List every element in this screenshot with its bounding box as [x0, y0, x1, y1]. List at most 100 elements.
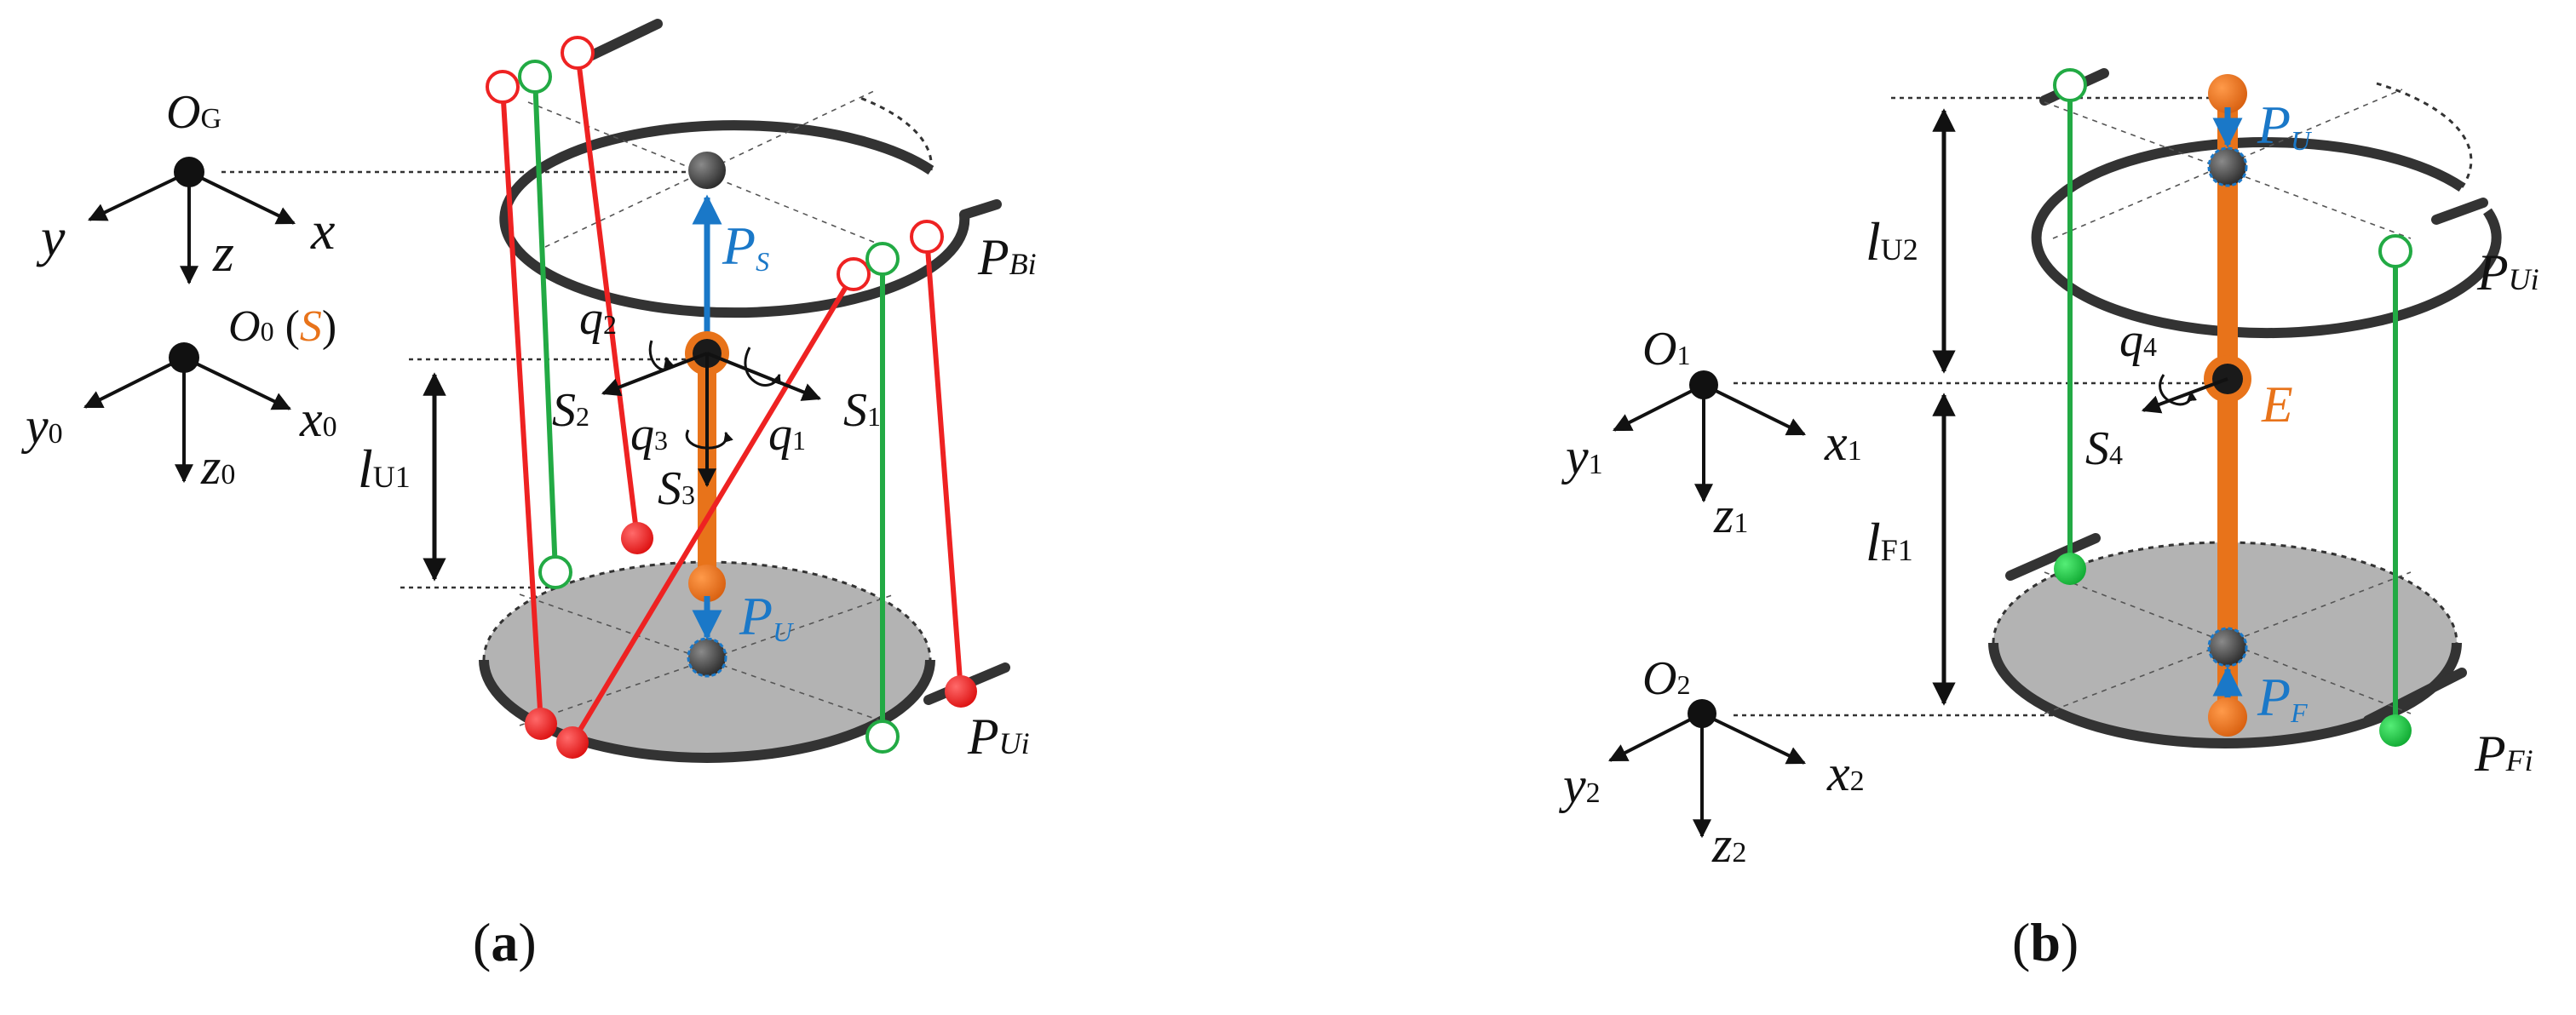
top-center-sphere-b [2207, 146, 2248, 187]
axis-y0-sub: 0 [49, 418, 63, 450]
pf-label: P [2257, 667, 2291, 727]
pu-sub-a: U [773, 616, 794, 647]
joint-bottom-red-4 [945, 675, 977, 708]
lu1-label: l [358, 439, 373, 499]
red-link-3 [570, 272, 856, 744]
joint-top-green-b1 [2053, 68, 2087, 102]
bottom-orange-ball-a [688, 565, 726, 602]
axis-s4-arrow [2141, 377, 2228, 414]
frame-0: O0 (S) y0 x0 z0 [20, 302, 337, 495]
rotation-q1-arc [744, 347, 781, 387]
lf1-sub: F1 [1881, 533, 1913, 567]
joint-bottom-green-b2 [2379, 714, 2412, 747]
bottom-center-sphere-a [687, 637, 727, 678]
axis-z2-label: z [1711, 817, 1732, 873]
joint-top-red-3 [837, 257, 871, 291]
pu-label-a: P [739, 586, 773, 646]
red-link-2 [575, 52, 640, 539]
axis-x1-label: x [1824, 415, 1848, 471]
joint-top-red-2 [561, 36, 595, 70]
o1-sub: 1 [1676, 340, 1690, 370]
origin-o0-dot [169, 342, 199, 373]
joint-top-green-b2 [2378, 234, 2412, 268]
axis-s2-arrow [601, 352, 708, 397]
pf-sub: F [2290, 697, 2308, 728]
lf1-label: l [1866, 512, 1881, 572]
joint-bottom-green-2 [865, 720, 900, 754]
joint-bottom-red-1 [525, 708, 557, 740]
panel-a: OG y x z O0 (S) y0 x0 z0 lU1 [20, 19, 1037, 972]
svg-text:OG: OG [166, 86, 221, 139]
joint-bottom-green-1 [538, 555, 572, 589]
svg-text:x1: x1 [1824, 415, 1862, 471]
svg-text:S1: S1 [843, 384, 881, 437]
panel-b: O1 y1 x1 z1 O2 y2 x2 z2 lU2 lF1 [1558, 68, 2539, 972]
svg-text:O0 (S): O0 (S) [228, 302, 336, 351]
q4-sub: 4 [2143, 331, 2157, 362]
axis-y-label: y [36, 207, 66, 267]
o1-label: O [1642, 323, 1676, 376]
svg-text:S3: S3 [658, 462, 695, 515]
axis-z1-sub: 1 [1734, 508, 1748, 539]
frame-1: O1 y1 x1 z1 [1561, 323, 1862, 543]
length-lu2: lU2 [1866, 108, 1956, 374]
axis-y2-label: y [1558, 757, 1586, 813]
s2-label: S [552, 384, 576, 437]
svg-text:PUi: PUi [967, 708, 1030, 765]
svg-text:z1: z1 [1713, 487, 1748, 543]
bottom-center-sphere-b [2207, 627, 2248, 668]
og-sub: G [200, 103, 221, 135]
length-lu1: lU1 [358, 372, 446, 582]
joint-bottom-red-2 [621, 522, 653, 554]
svg-text:q2: q2 [579, 292, 617, 345]
svg-text:S2: S2 [552, 384, 589, 437]
svg-text:q3: q3 [630, 408, 668, 461]
frame-global: OG y x z [36, 86, 335, 285]
q1-sub: 1 [792, 425, 806, 456]
joint-top-green-2 [865, 242, 900, 276]
axis-x1-sub: 1 [1848, 435, 1862, 467]
joint-top-red-4 [910, 220, 944, 254]
top-orange-ball-b [2208, 74, 2247, 113]
pui-sub-a: Ui [999, 726, 1030, 760]
svg-text:PU: PU [739, 586, 794, 647]
s3-label: S [658, 462, 681, 515]
ps-sub: S [756, 246, 769, 277]
joint-top-red-1 [486, 70, 520, 104]
svg-text:z2: z2 [1711, 817, 1746, 873]
ps-label: P [722, 215, 756, 276]
axis-x0-sub: 0 [323, 411, 337, 443]
q2-sub: 2 [603, 309, 617, 340]
svg-text:PBi: PBi [977, 229, 1037, 285]
o0-s-label: S [300, 302, 322, 351]
svg-text:y2: y2 [1558, 757, 1601, 813]
svg-text:y1: y1 [1561, 428, 1603, 485]
svg-text:PF: PF [2257, 667, 2308, 728]
origin-o2-dot [1688, 699, 1716, 728]
caption-a: (a) [473, 912, 537, 972]
o0-paren-open: ( [274, 302, 300, 351]
axis-y1-label: y [1561, 428, 1589, 485]
joint-top-green-1 [518, 60, 552, 94]
o0-label: O [228, 302, 261, 351]
pu-sub-b: U [2291, 125, 2312, 156]
svg-text:S4: S4 [2085, 422, 2123, 475]
q1-label: q [768, 408, 792, 461]
frame-2: O2 y2 x2 z2 [1558, 652, 1865, 873]
s1-label: S [843, 384, 867, 437]
axis-y2-sub: 2 [1586, 777, 1601, 809]
svg-text:q1: q1 [768, 408, 806, 461]
q3-sub: 3 [654, 425, 668, 456]
o0-sub: 0 [261, 316, 274, 347]
lu2-label: l [1866, 211, 1881, 272]
lu1-sub: U1 [373, 460, 411, 494]
rotation-q3-arc [685, 429, 733, 450]
svg-text:z0: z0 [200, 439, 235, 495]
svg-text:lU1: lU1 [358, 439, 411, 499]
axis-x2-sub: 2 [1850, 766, 1865, 797]
svg-text:x2: x2 [1826, 745, 1865, 801]
pu-label-b: P [2257, 95, 2291, 155]
pui-label-a: P [967, 708, 999, 765]
axis-z1-label: z [1713, 487, 1734, 543]
